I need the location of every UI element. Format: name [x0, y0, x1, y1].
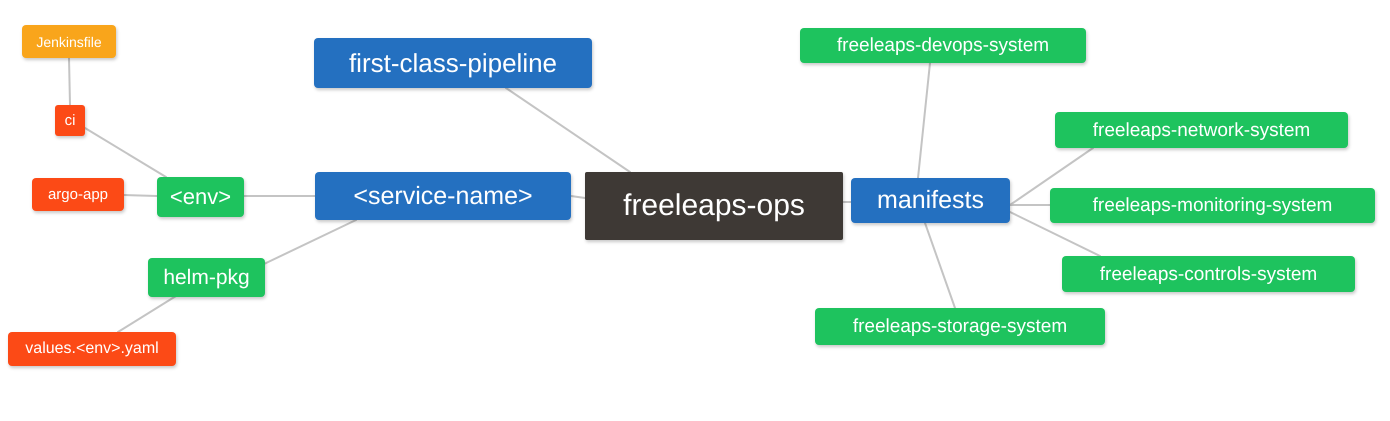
node-manifests[interactable]: manifests: [851, 178, 1010, 223]
edge-values-env-yaml-to-helm-pkg: [117, 295, 177, 333]
edge-first-class-pipeline-to-freeleaps-ops: [505, 87, 631, 173]
edge-service-name-to-freeleaps-ops: [570, 195, 586, 199]
edge-jenkinsfile-to-ci: [68, 57, 71, 106]
node-env[interactable]: <env>: [157, 177, 244, 217]
node-label-service-name: <service-name>: [353, 181, 533, 210]
edge-argo-app-to-env: [123, 194, 158, 197]
node-freeleaps-network-system[interactable]: freeleaps-network-system: [1055, 112, 1348, 148]
edge-manifests-to-freeleaps-storage-system: [924, 222, 956, 309]
node-label-freeleaps-devops-system: freeleaps-devops-system: [836, 35, 1050, 56]
node-label-env: <env>: [169, 184, 232, 209]
node-first-class-pipeline[interactable]: first-class-pipeline: [314, 38, 592, 88]
node-freeleaps-storage-system[interactable]: freeleaps-storage-system: [815, 308, 1105, 345]
node-label-helm-pkg: helm-pkg: [163, 266, 250, 289]
node-freeleaps-controls-system[interactable]: freeleaps-controls-system: [1062, 256, 1355, 292]
node-ci[interactable]: ci: [55, 105, 85, 136]
node-values-env-yaml[interactable]: values.<env>.yaml: [8, 332, 176, 366]
node-label-first-class-pipeline: first-class-pipeline: [348, 48, 558, 78]
node-helm-pkg[interactable]: helm-pkg: [148, 258, 265, 297]
node-label-freeleaps-storage-system: freeleaps-storage-system: [852, 316, 1068, 337]
node-label-freeleaps-monitoring-system: freeleaps-monitoring-system: [1092, 195, 1333, 216]
node-label-argo-app: argo-app: [47, 186, 109, 203]
node-label-freeleaps-ops: freeleaps-ops: [623, 189, 805, 222]
node-label-jenkinsfile: Jenkinsfile: [36, 33, 102, 50]
node-freeleaps-monitoring-system[interactable]: freeleaps-monitoring-system: [1050, 188, 1375, 223]
node-freeleaps-devops-system[interactable]: freeleaps-devops-system: [800, 28, 1086, 63]
node-label-freeleaps-controls-system: freeleaps-controls-system: [1099, 263, 1318, 285]
node-freeleaps-ops[interactable]: freeleaps-ops: [585, 172, 843, 240]
edge-helm-pkg-to-service-name: [263, 219, 357, 265]
edge-manifests-to-freeleaps-devops-system: [917, 62, 931, 179]
node-label-values-env-yaml: values.<env>.yaml: [25, 340, 159, 357]
node-jenkinsfile[interactable]: Jenkinsfile: [22, 25, 116, 58]
node-label-freeleaps-network-system: freeleaps-network-system: [1092, 119, 1311, 141]
node-service-name[interactable]: <service-name>: [315, 172, 571, 220]
edge-ci-to-env: [84, 127, 167, 178]
node-argo-app[interactable]: argo-app: [32, 178, 124, 211]
node-label-manifests: manifests: [877, 186, 984, 214]
node-label-ci: ci: [64, 112, 76, 129]
